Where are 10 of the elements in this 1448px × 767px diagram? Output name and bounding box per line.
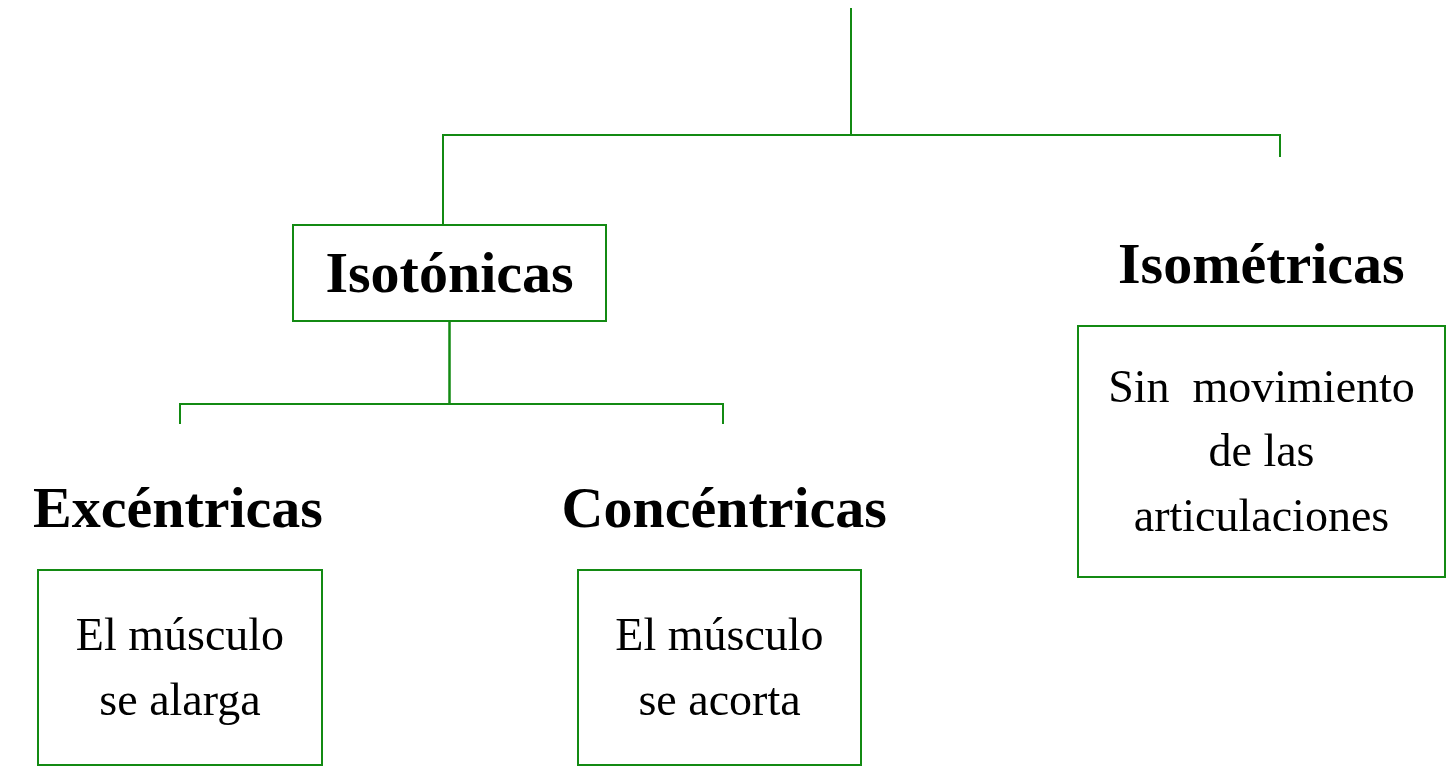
category-box xyxy=(292,224,607,322)
category-title: Isométricas xyxy=(1118,235,1405,293)
tree-connector xyxy=(850,7,1281,158)
category-title: Concéntricas xyxy=(561,479,887,537)
description-text: Sin movimiento de las articulaciones xyxy=(1107,359,1416,543)
description-text: El músculo se alarga xyxy=(74,608,286,727)
description-text: El músculo se acorta xyxy=(614,608,825,727)
category-title: Excéntricas xyxy=(33,479,323,537)
category-title: Isotónicas xyxy=(325,244,574,302)
tree-connector xyxy=(448,321,724,425)
